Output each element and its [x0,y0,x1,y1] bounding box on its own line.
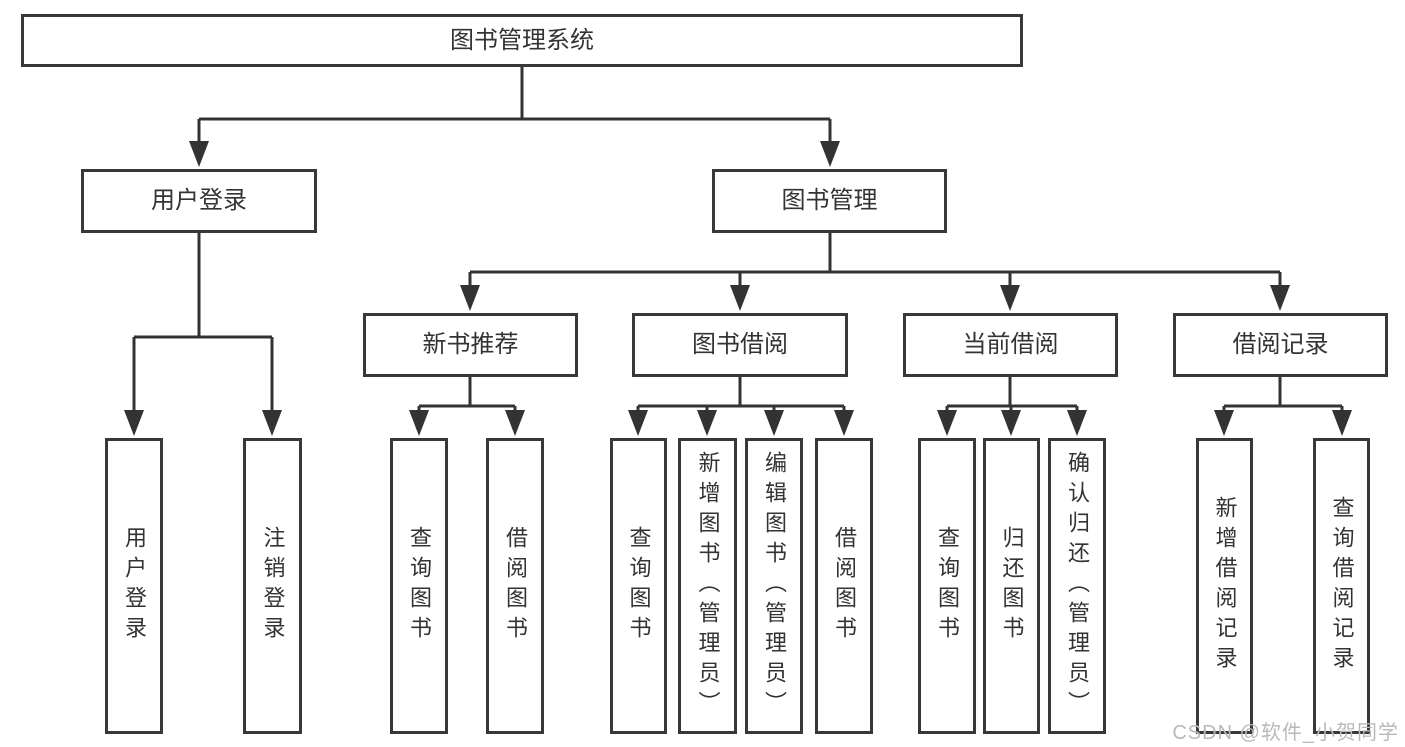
connector-arrowhead [628,410,648,436]
node-book-borrow: 图书借阅 [632,313,848,377]
connector-arrowhead [730,285,750,311]
connector-arrowhead [1067,410,1087,436]
connector-arrowhead [1214,410,1234,436]
connector-arrowhead [189,141,209,167]
watermark: CSDN @软件_小贺同学 [1172,722,1399,744]
connector-arrowhead [764,410,784,436]
node-borrow-record: 借阅记录 [1173,313,1388,377]
leaf-borrow-add-books-admin: 新增图书（管理员） [678,438,737,734]
leaf-logout: 注销登录 [243,438,302,734]
node-user-login: 用户登录 [81,169,317,233]
leaf-current-query-books: 查询图书 [918,438,976,734]
connector-arrowhead [409,410,429,436]
leaf-newbook-borrow-books: 借阅图书 [486,438,544,734]
connector-arrowhead [834,410,854,436]
leaf-user-login: 用户登录 [105,438,163,734]
leaf-current-confirm-return-admin: 确认归还（管理员） [1048,438,1106,734]
leaf-record-query-record: 查询借阅记录 [1313,438,1370,734]
leaf-borrow-borrow-books: 借阅图书 [815,438,873,734]
connector-arrowhead [124,410,144,436]
connector-arrowhead [1000,285,1020,311]
node-root: 图书管理系统 [21,14,1023,67]
leaf-record-add-record: 新增借阅记录 [1196,438,1253,734]
leaf-current-return-books: 归还图书 [983,438,1040,734]
connector-arrowhead [505,410,525,436]
connector-arrowhead [460,285,480,311]
connector-arrowhead [820,141,840,167]
node-book-management: 图书管理 [712,169,947,233]
connector-arrowhead [1001,410,1021,436]
leaf-newbook-query-books: 查询图书 [390,438,448,734]
connector-arrowhead [1332,410,1352,436]
connector-arrowhead [697,410,717,436]
connector-arrowhead [937,410,957,436]
node-current-borrow: 当前借阅 [903,313,1118,377]
connector-arrowhead [1270,285,1290,311]
connector-arrowhead [262,410,282,436]
leaf-borrow-edit-books-admin: 编辑图书（管理员） [745,438,803,734]
leaf-borrow-query-books: 查询图书 [610,438,667,734]
node-new-book-recommend: 新书推荐 [363,313,578,377]
